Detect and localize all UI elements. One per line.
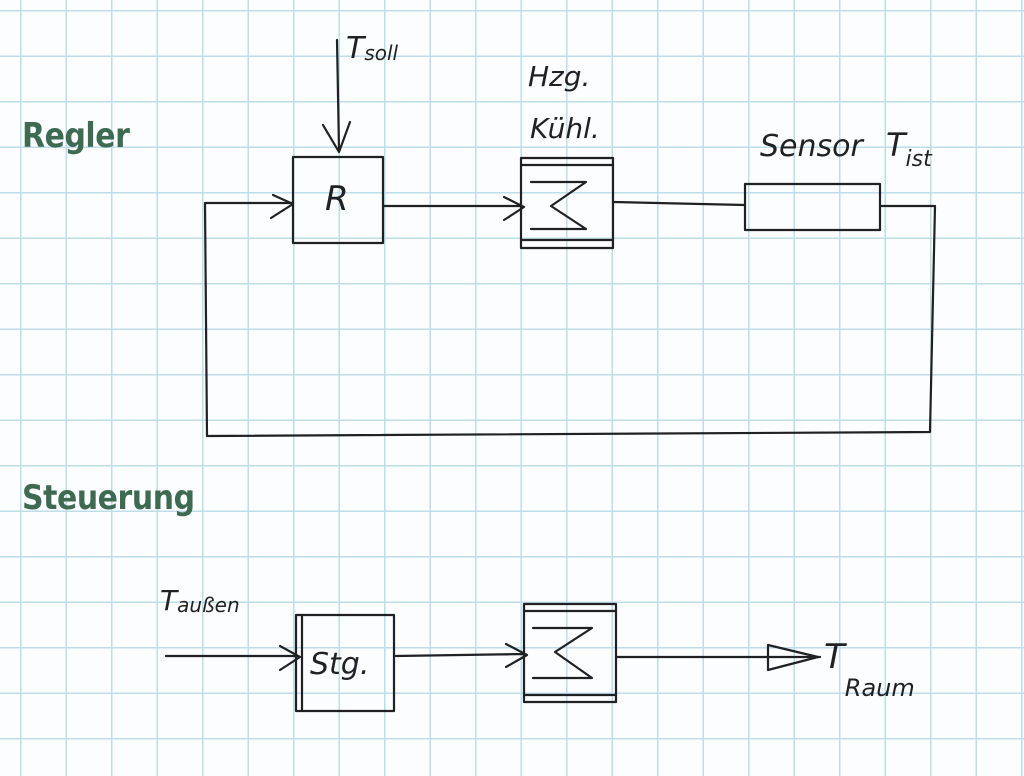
open-controller-to-actuator-arrow [394,642,529,669]
input-arrow [164,644,302,672]
input-label: Taußen [160,584,240,617]
feedback-arrowhead [269,193,295,220]
controller-to-actuator-arrow [382,195,526,222]
open-actuator-box [522,602,618,704]
actuator-box-inner-lines [519,163,615,242]
sensor-box [743,182,882,232]
actuator-label-line1: Hzg. [528,60,590,93]
actuator-label-line2: Kühl. [530,112,600,145]
feedback-label: Tist [886,126,933,172]
open-heater-zigzag-icon [531,626,594,680]
heading-steuerung: Steuerung [22,478,195,518]
feedback-loop-line [203,201,937,438]
sensor-label: Sensor [760,129,864,164]
output-arrowhead [766,643,820,672]
closed-loop-diagram: Tsoll R Hzg. Kühl. Sensor Tist [203,31,937,438]
setpoint-label: Tsoll [346,31,399,66]
output-label: TRaum [824,637,915,702]
actuator-to-sensor-line [612,200,747,207]
open-loop-diagram: Taußen Stg. TRaum [160,584,915,713]
open-actuator-inner-lines [522,609,618,697]
open-controller-box [294,613,396,713]
controller-box [291,155,385,245]
setpoint-arrow [321,38,352,154]
controller-label: R [325,179,349,219]
heater-zigzag-icon [529,180,588,231]
actuator-box [519,156,615,250]
open-controller-label: Stg. [310,647,369,682]
heading-regler: Regler [22,116,130,156]
